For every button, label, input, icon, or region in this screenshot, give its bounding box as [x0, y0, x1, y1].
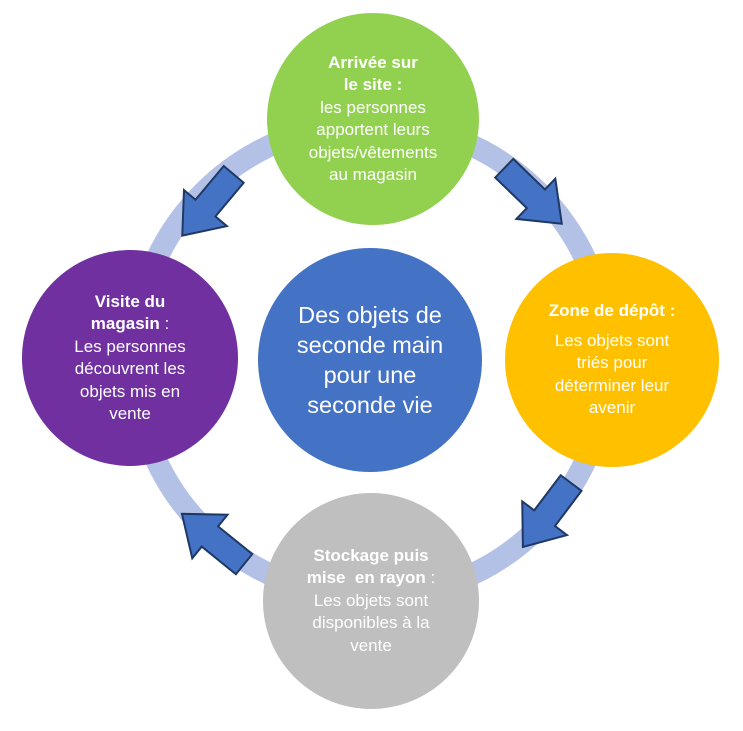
arrow-arrivee-to-visite-icon — [181, 164, 246, 237]
step-body-line: Les objets sont — [554, 330, 670, 350]
arrow-depot-to-stockage-icon — [521, 473, 583, 549]
step-title-line: Stockage puis — [313, 545, 429, 565]
step-body-line: objets/vêtements — [308, 142, 438, 162]
step-depot-node: Zone de dépôt : Les objets sont triés po… — [505, 253, 719, 467]
step-title: Visite du magasin : — [91, 291, 169, 336]
center-node: Des objets de seconde main pour une seco… — [258, 248, 482, 472]
step-body-line: Les objets sont — [313, 590, 429, 610]
step-title-line: le site : — [343, 75, 403, 94]
step-body-line: objets mis en — [79, 381, 181, 401]
center-text-line: seconde main — [296, 332, 444, 358]
step-body-line: avenir — [588, 398, 636, 418]
step-title-line: Arrivée sur — [328, 52, 418, 72]
arrow-stockage-to-visite-icon — [180, 512, 254, 576]
center-text-line: seconde vie — [307, 392, 433, 418]
step-visite-node: Visite du magasin : Les personnes découv… — [22, 250, 238, 466]
step-body-line: disponibles à la — [312, 613, 430, 633]
step-title: Zone de dépôt : — [549, 300, 676, 323]
step-title-line: Visite du — [94, 291, 166, 311]
step-title-line: mise en rayon : — [306, 568, 436, 588]
step-body-line: découvrent les — [74, 359, 186, 378]
center-text-line: Des objets de — [298, 302, 442, 328]
step-body-line: vente — [109, 404, 151, 423]
step-body-line: les personnes — [320, 97, 426, 117]
step-body-line: apportent leurs — [316, 120, 430, 139]
step-arrivee-node: Arrivée sur le site : les personnes appo… — [267, 13, 479, 225]
step-title: Arrivée sur le site : — [328, 52, 418, 97]
step-title-line: magasin : — [90, 314, 170, 333]
step-body-line: triés pour — [576, 353, 648, 373]
step-body-line: Les personnes — [74, 336, 186, 356]
step-title: Stockage puis mise en rayon : — [307, 545, 436, 590]
step-title-line: Zone de dépôt : — [548, 301, 676, 321]
arrow-arrivee-to-depot-icon — [493, 157, 563, 225]
step-stockage-node: Stockage puis mise en rayon : Les objets… — [263, 493, 479, 709]
step-body-line: vente — [350, 635, 392, 655]
step-body-line: déterminer leur — [554, 375, 670, 395]
step-body-line: au magasin — [329, 165, 417, 184]
center-text-line: pour une — [323, 362, 417, 388]
